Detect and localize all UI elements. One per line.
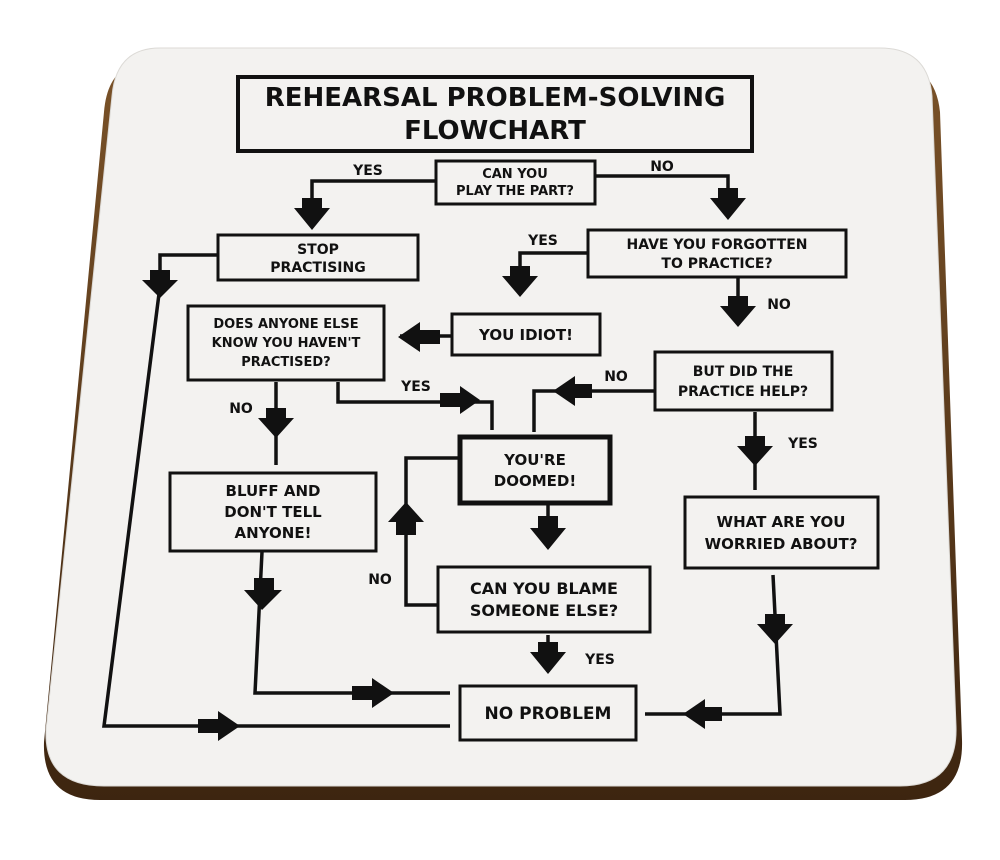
- doomed-line-2: DOOMED!: [494, 472, 576, 490]
- box-forgotten: [586, 228, 848, 279]
- blame-line-1: CAN YOU BLAME: [470, 579, 618, 598]
- line-left-rail: [102, 285, 450, 728]
- label-no-blame: NO: [368, 572, 392, 588]
- line-help-no: [532, 389, 655, 432]
- can-play-line-1: CAN YOU: [482, 167, 548, 182]
- label-yes-help: YES: [787, 436, 818, 452]
- line-anyone-yes: [336, 382, 494, 430]
- anyone-line-1: DOES ANYONE ELSE: [213, 317, 358, 332]
- arrow-down-bluff: [244, 578, 282, 610]
- label-no-play: NO: [650, 159, 674, 175]
- can-play-line-2: PLAY THE PART?: [456, 184, 574, 199]
- title-line-1: REHEARSAL PROBLEM-SOLVING: [265, 83, 726, 113]
- arrow-right-anyone-yes: [440, 386, 480, 414]
- arrow-down-no-right: [710, 188, 746, 220]
- arrowheads: [142, 188, 793, 741]
- label-yes-blame: YES: [584, 652, 615, 668]
- forgotten-line-1: HAVE YOU FORGOTTEN: [627, 237, 808, 253]
- node-text: CAN YOU PLAY THE PART? STOP PRACTISING H…: [212, 167, 858, 724]
- idiot-line-1: YOU IDIOT!: [478, 326, 573, 344]
- stop-line-2: PRACTISING: [270, 260, 365, 276]
- arrow-down-doomed: [530, 516, 566, 550]
- arrow-left-help-no: [553, 376, 592, 406]
- box-bluff: [168, 471, 378, 553]
- anyone-line-2: KNOW YOU HAVEN'T: [212, 336, 361, 351]
- label-yes-play: YES: [352, 163, 383, 179]
- bluff-line-3: ANYONE!: [235, 524, 312, 542]
- no-problem-line-1: NO PROBLEM: [485, 704, 612, 724]
- box-blame: [436, 565, 652, 634]
- stop-line-1: STOP: [297, 242, 339, 258]
- forgotten-line-2: TO PRACTICE?: [661, 256, 772, 272]
- coaster-face: [45, 47, 957, 787]
- arrow-down-help-yes: [737, 436, 773, 466]
- arrow-down-anyone-no: [258, 408, 294, 438]
- label-yes-anyone: YES: [400, 379, 431, 395]
- box-stop-practising: [216, 233, 420, 282]
- arrow-down-blame-yes: [530, 642, 566, 674]
- arrow-down-left-rail: [142, 270, 178, 298]
- arrow-left-idiot: [398, 322, 440, 352]
- box-worried: [683, 495, 880, 570]
- bluff-line-1: BLUFF AND: [226, 482, 321, 500]
- doomed-line-1: YOU'RE: [503, 451, 566, 469]
- box-anyone-else: [186, 304, 386, 382]
- label-no-forgot: NO: [767, 297, 791, 313]
- box-idiot: [450, 312, 602, 357]
- arrow-down-worried: [757, 614, 793, 644]
- anyone-line-3: PRACTISED?: [241, 355, 330, 370]
- title-box: [236, 75, 754, 153]
- label-yes-forgot: YES: [527, 233, 558, 249]
- worried-line-1: WHAT ARE YOU: [717, 513, 846, 531]
- branch-labels: YES NO YES NO YES NO NO YES NO YES: [229, 159, 818, 668]
- label-no-help: NO: [604, 369, 628, 385]
- arrow-right-left-rail: [198, 711, 240, 741]
- arrow-down-forgot-yes: [502, 266, 538, 297]
- bluff-line-2: DON'T TELL: [224, 503, 322, 521]
- arrow-up-blame-no: [388, 502, 424, 535]
- blame-line-2: SOMEONE ELSE?: [470, 601, 618, 620]
- arrow-left-worried: [683, 699, 722, 729]
- help-line-2: PRACTICE HELP?: [678, 384, 808, 400]
- label-no-anyone: NO: [229, 401, 253, 417]
- box-practice-help: [653, 350, 834, 412]
- help-line-1: BUT DID THE: [693, 364, 794, 380]
- box-no-problem: [458, 684, 638, 742]
- box-doomed: [457, 434, 613, 506]
- arrow-right-bluff: [352, 678, 394, 708]
- arrow-down-yes-left: [294, 198, 330, 230]
- title-line-2: FLOWCHART: [404, 116, 586, 146]
- worried-line-2: WORRIED ABOUT?: [705, 535, 858, 553]
- box-can-play: [434, 159, 597, 206]
- node-boxes: [168, 159, 880, 742]
- arrow-down-forgot-no: [720, 296, 756, 327]
